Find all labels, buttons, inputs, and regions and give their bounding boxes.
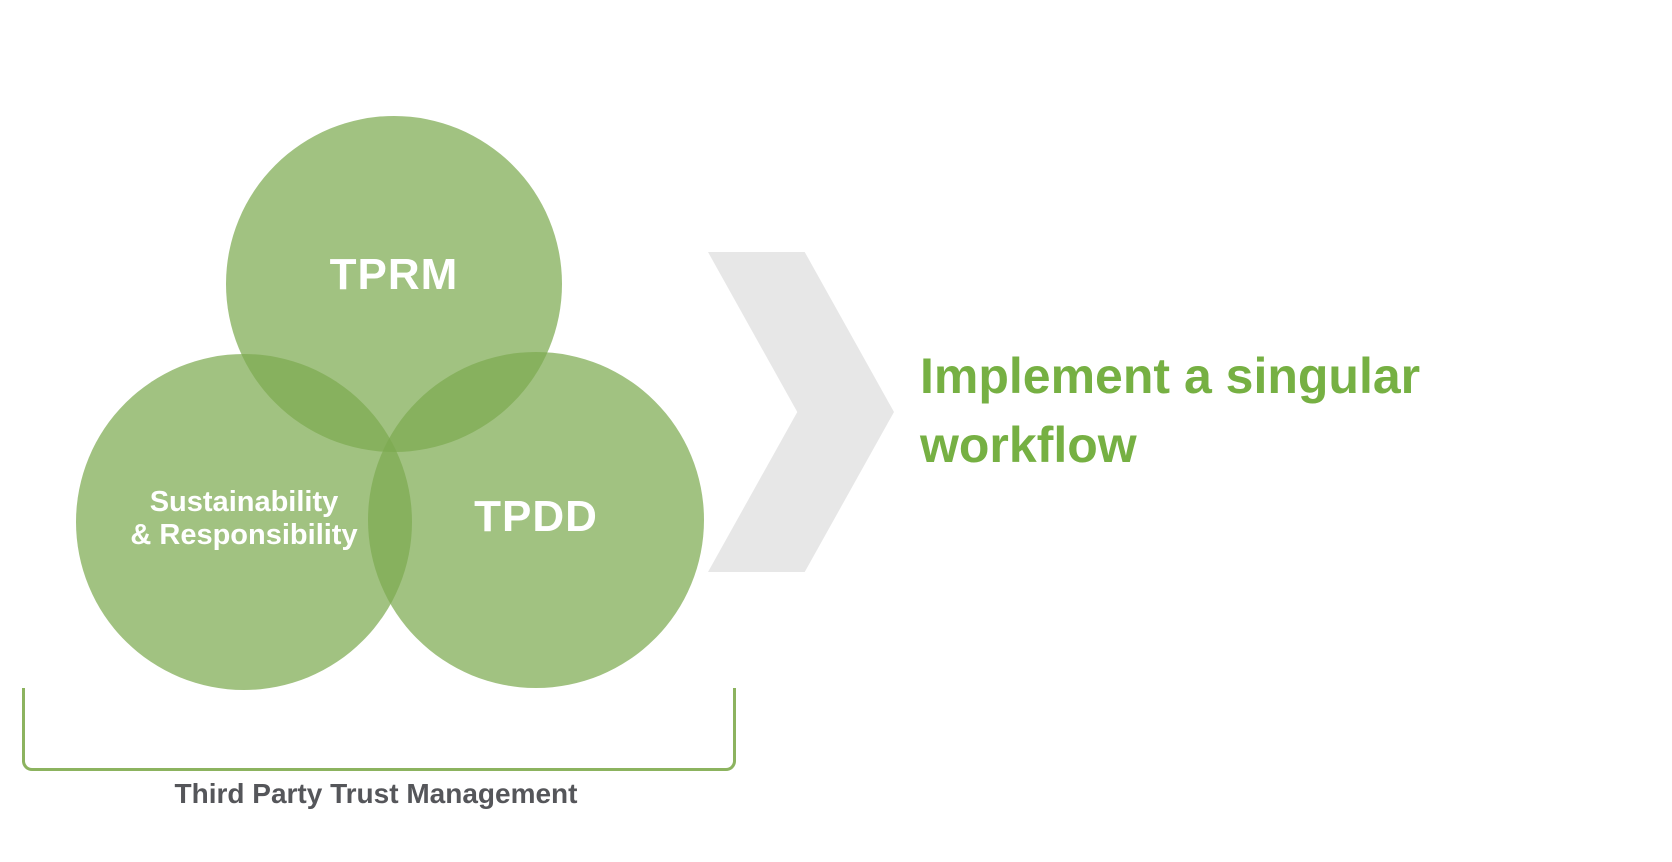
venn-circle-tpdd-label: TPDD <box>474 491 598 541</box>
headline: Implement a singular workflow <box>920 348 1421 473</box>
venn-circle-tprm-label: TPRM <box>329 249 459 299</box>
bracket <box>22 688 736 771</box>
bracket-label: Third Party Trust Management <box>174 778 578 809</box>
venn-circle-sustainability-label: Sustainability & Responsibility <box>130 486 357 553</box>
chevron-right-icon <box>708 252 894 572</box>
sustainability-label-line1: Sustainability <box>149 485 339 518</box>
venn-circle-tpdd: TPDD <box>368 352 704 688</box>
sustainability-label-line2: & Responsibility <box>130 519 358 551</box>
venn-circle-sustainability: Sustainability & Responsibility <box>76 354 412 690</box>
